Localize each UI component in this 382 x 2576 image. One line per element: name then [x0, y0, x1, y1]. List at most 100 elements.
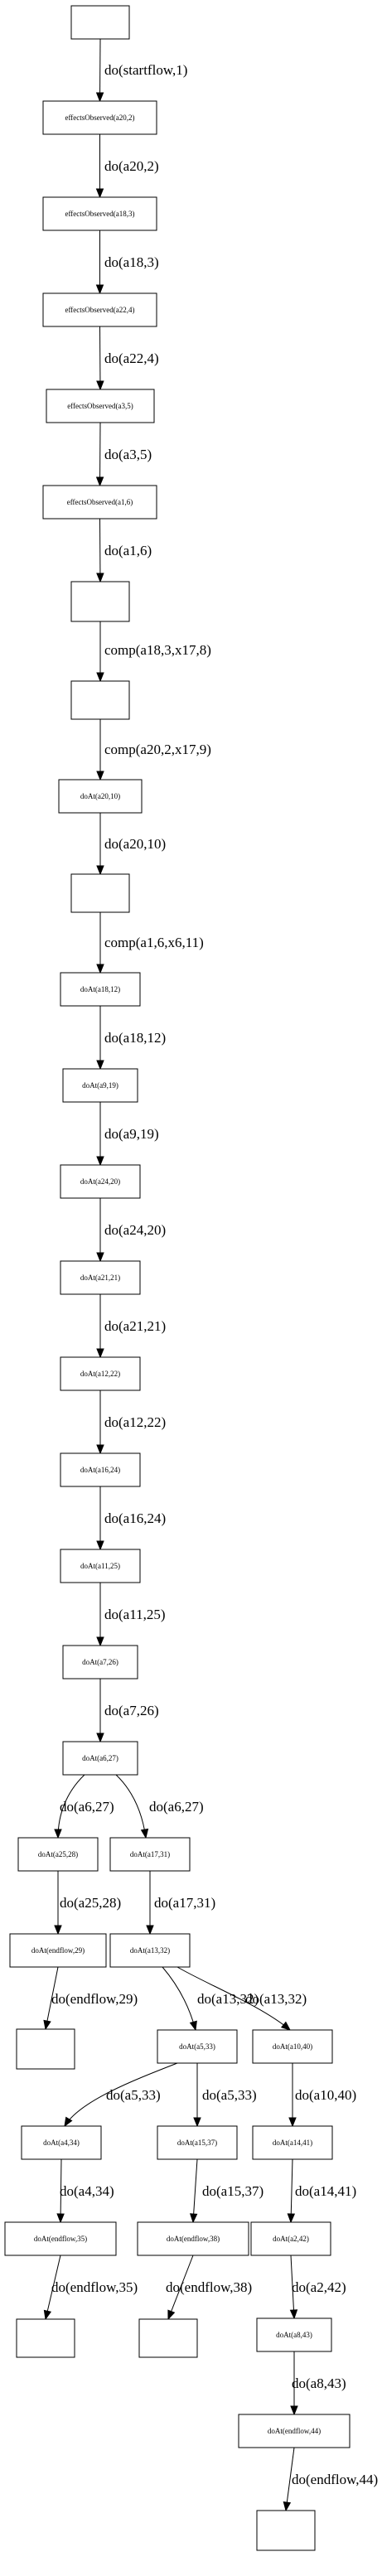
node-label: doAt(a18,12): [80, 985, 120, 993]
edge-line: [285, 2447, 295, 2511]
node-box: [16, 2028, 75, 2070]
edge-label: comp(a20,2,x17,9): [104, 742, 211, 757]
edge-label: do(endflow,29): [51, 1991, 138, 2007]
flow-node: effectsObserved(a20,2): [42, 100, 157, 135]
flow-node: doAt(endflow,35): [4, 2221, 117, 2256]
node-label: doAt(a6,27): [82, 1754, 118, 1762]
node-label: doAt(a16,24): [80, 1466, 120, 1474]
flow-edge: do(a25,28): [54, 1871, 121, 1936]
edge-label: do(a14,41): [295, 2183, 356, 2199]
edge-label: do(a13,32): [245, 1991, 307, 2007]
edge-line: [45, 2255, 61, 2320]
edge-line: [45, 1966, 59, 2030]
flow-edge: comp(a1,6,x6,11): [96, 912, 204, 974]
node-box: [157, 2125, 238, 2160]
arrowhead-icon: [95, 284, 104, 295]
arrowhead-icon: [95, 188, 104, 199]
node-label: doAt(a15,37): [177, 2139, 217, 2147]
edge-label: do(a6,27): [149, 1799, 204, 1815]
flow-edge: do(endflow,35): [43, 2255, 138, 2321]
edge-label: do(a18,3): [104, 254, 159, 270]
edge-label: do(a5,33): [202, 2087, 257, 2103]
node-box: [157, 2029, 238, 2064]
node-label: doAt(a7,26): [82, 1658, 118, 1666]
edge-label: do(a15,37): [202, 2183, 264, 2199]
flow-node: effectsObserved(a18,3): [42, 196, 157, 231]
flow-edge: do(a5,33): [193, 2063, 257, 2128]
node-label: doAt(a13,32): [130, 1946, 170, 1955]
edge-label: do(a4,34): [60, 2183, 114, 2199]
flow-node: [70, 581, 130, 622]
node-box: [21, 2125, 102, 2160]
node-box: [70, 873, 130, 913]
node-label: doAt(a21,21): [80, 1274, 120, 1282]
node-label: doAt(a17,31): [130, 1850, 170, 1858]
flow-edge: do(a17,31): [146, 1871, 215, 1936]
edge-label: comp(a18,3,x17,8): [104, 642, 211, 658]
edge-label: do(a24,20): [104, 1222, 166, 1238]
arrowhead-icon: [288, 2117, 297, 2128]
flow-edge: do(a8,43): [290, 2351, 346, 2416]
node-label: doAt(a2,42): [273, 2235, 309, 2243]
node-box: [137, 2221, 249, 2256]
edge-label: do(a2,42): [292, 2279, 346, 2295]
arrowhead-icon: [96, 573, 104, 583]
node-label: doAt(a5,33): [179, 2042, 215, 2051]
flow-edge: do(a20,2): [95, 134, 159, 199]
node-box: [60, 1356, 141, 1391]
flow-node: doAt(a5,33): [157, 2029, 238, 2064]
flow-edge: do(a6,27): [115, 1774, 204, 1839]
node-label: effectsObserved(a22,4): [65, 306, 134, 314]
edge-label: do(a13,32): [197, 1991, 259, 2007]
edge-line: [290, 2255, 295, 2319]
arrowhead-icon: [96, 1540, 104, 1551]
edges-layer: do(startflow,1)do(a20,2)do(a18,3)do(a22,…: [43, 38, 378, 2512]
flow-edge: do(endflow,44): [283, 2447, 378, 2512]
flow-node: doAt(a12,22): [60, 1356, 141, 1391]
edge-line: [64, 2062, 178, 2127]
arrowhead-icon: [289, 2309, 298, 2320]
flow-node: doAt(a13,32): [109, 1933, 191, 1968]
edge-label: do(a16,24): [104, 1510, 166, 1526]
node-box: [109, 1933, 191, 1968]
flow-node: [70, 680, 130, 720]
arrowhead-icon: [54, 1925, 62, 1936]
flow-edge: do(a5,33): [64, 2062, 178, 2128]
node-box: [109, 1837, 191, 1872]
node-label: doAt(a14,41): [273, 2139, 312, 2147]
arrowhead-icon: [95, 92, 104, 103]
edge-label: do(a20,2): [104, 158, 159, 174]
edge-label: do(a20,10): [104, 836, 166, 852]
flow-edge: comp(a20,2,x17,9): [96, 719, 211, 781]
node-box: [62, 1645, 138, 1679]
arrowhead-icon: [140, 1828, 149, 1839]
node-label: doAt(endflow,35): [34, 2235, 87, 2243]
arrowhead-icon: [96, 1348, 104, 1359]
node-box: [250, 2221, 331, 2256]
flow-edge: do(a20,10): [96, 813, 166, 876]
node-label: effectsObserved(a1,6): [67, 498, 133, 506]
flow-node: doAt(a6,27): [62, 1741, 138, 1776]
flow-edge: do(a15,37): [189, 2158, 264, 2224]
node-label: doAt(a24,20): [80, 1177, 120, 1186]
flow-node: doAt(a14,41): [252, 2125, 333, 2160]
flow-edge: do(a9,19): [96, 1102, 159, 1167]
arrowhead-icon: [95, 476, 104, 487]
arrowhead-icon: [96, 1733, 104, 1743]
arrowhead-icon: [96, 1060, 104, 1071]
edge-line: [162, 1966, 196, 2031]
node-box: [42, 196, 157, 231]
edge-label: do(endflow,44): [292, 2472, 378, 2487]
edge-label: do(a3,5): [104, 447, 152, 462]
node-label: doAt(a12,22): [80, 1370, 120, 1378]
arrowhead-icon: [167, 2309, 176, 2321]
node-box: [256, 2317, 332, 2352]
edge-label: do(a6,27): [60, 1799, 114, 1815]
arrowhead-icon: [96, 1636, 104, 1647]
flow-node: [138, 2318, 198, 2358]
arrowhead-icon: [189, 2213, 198, 2224]
arrowhead-icon: [193, 2117, 201, 2128]
flow-node: doAt(a9,19): [62, 1068, 138, 1103]
flow-node: doAt(a8,43): [256, 2317, 332, 2352]
